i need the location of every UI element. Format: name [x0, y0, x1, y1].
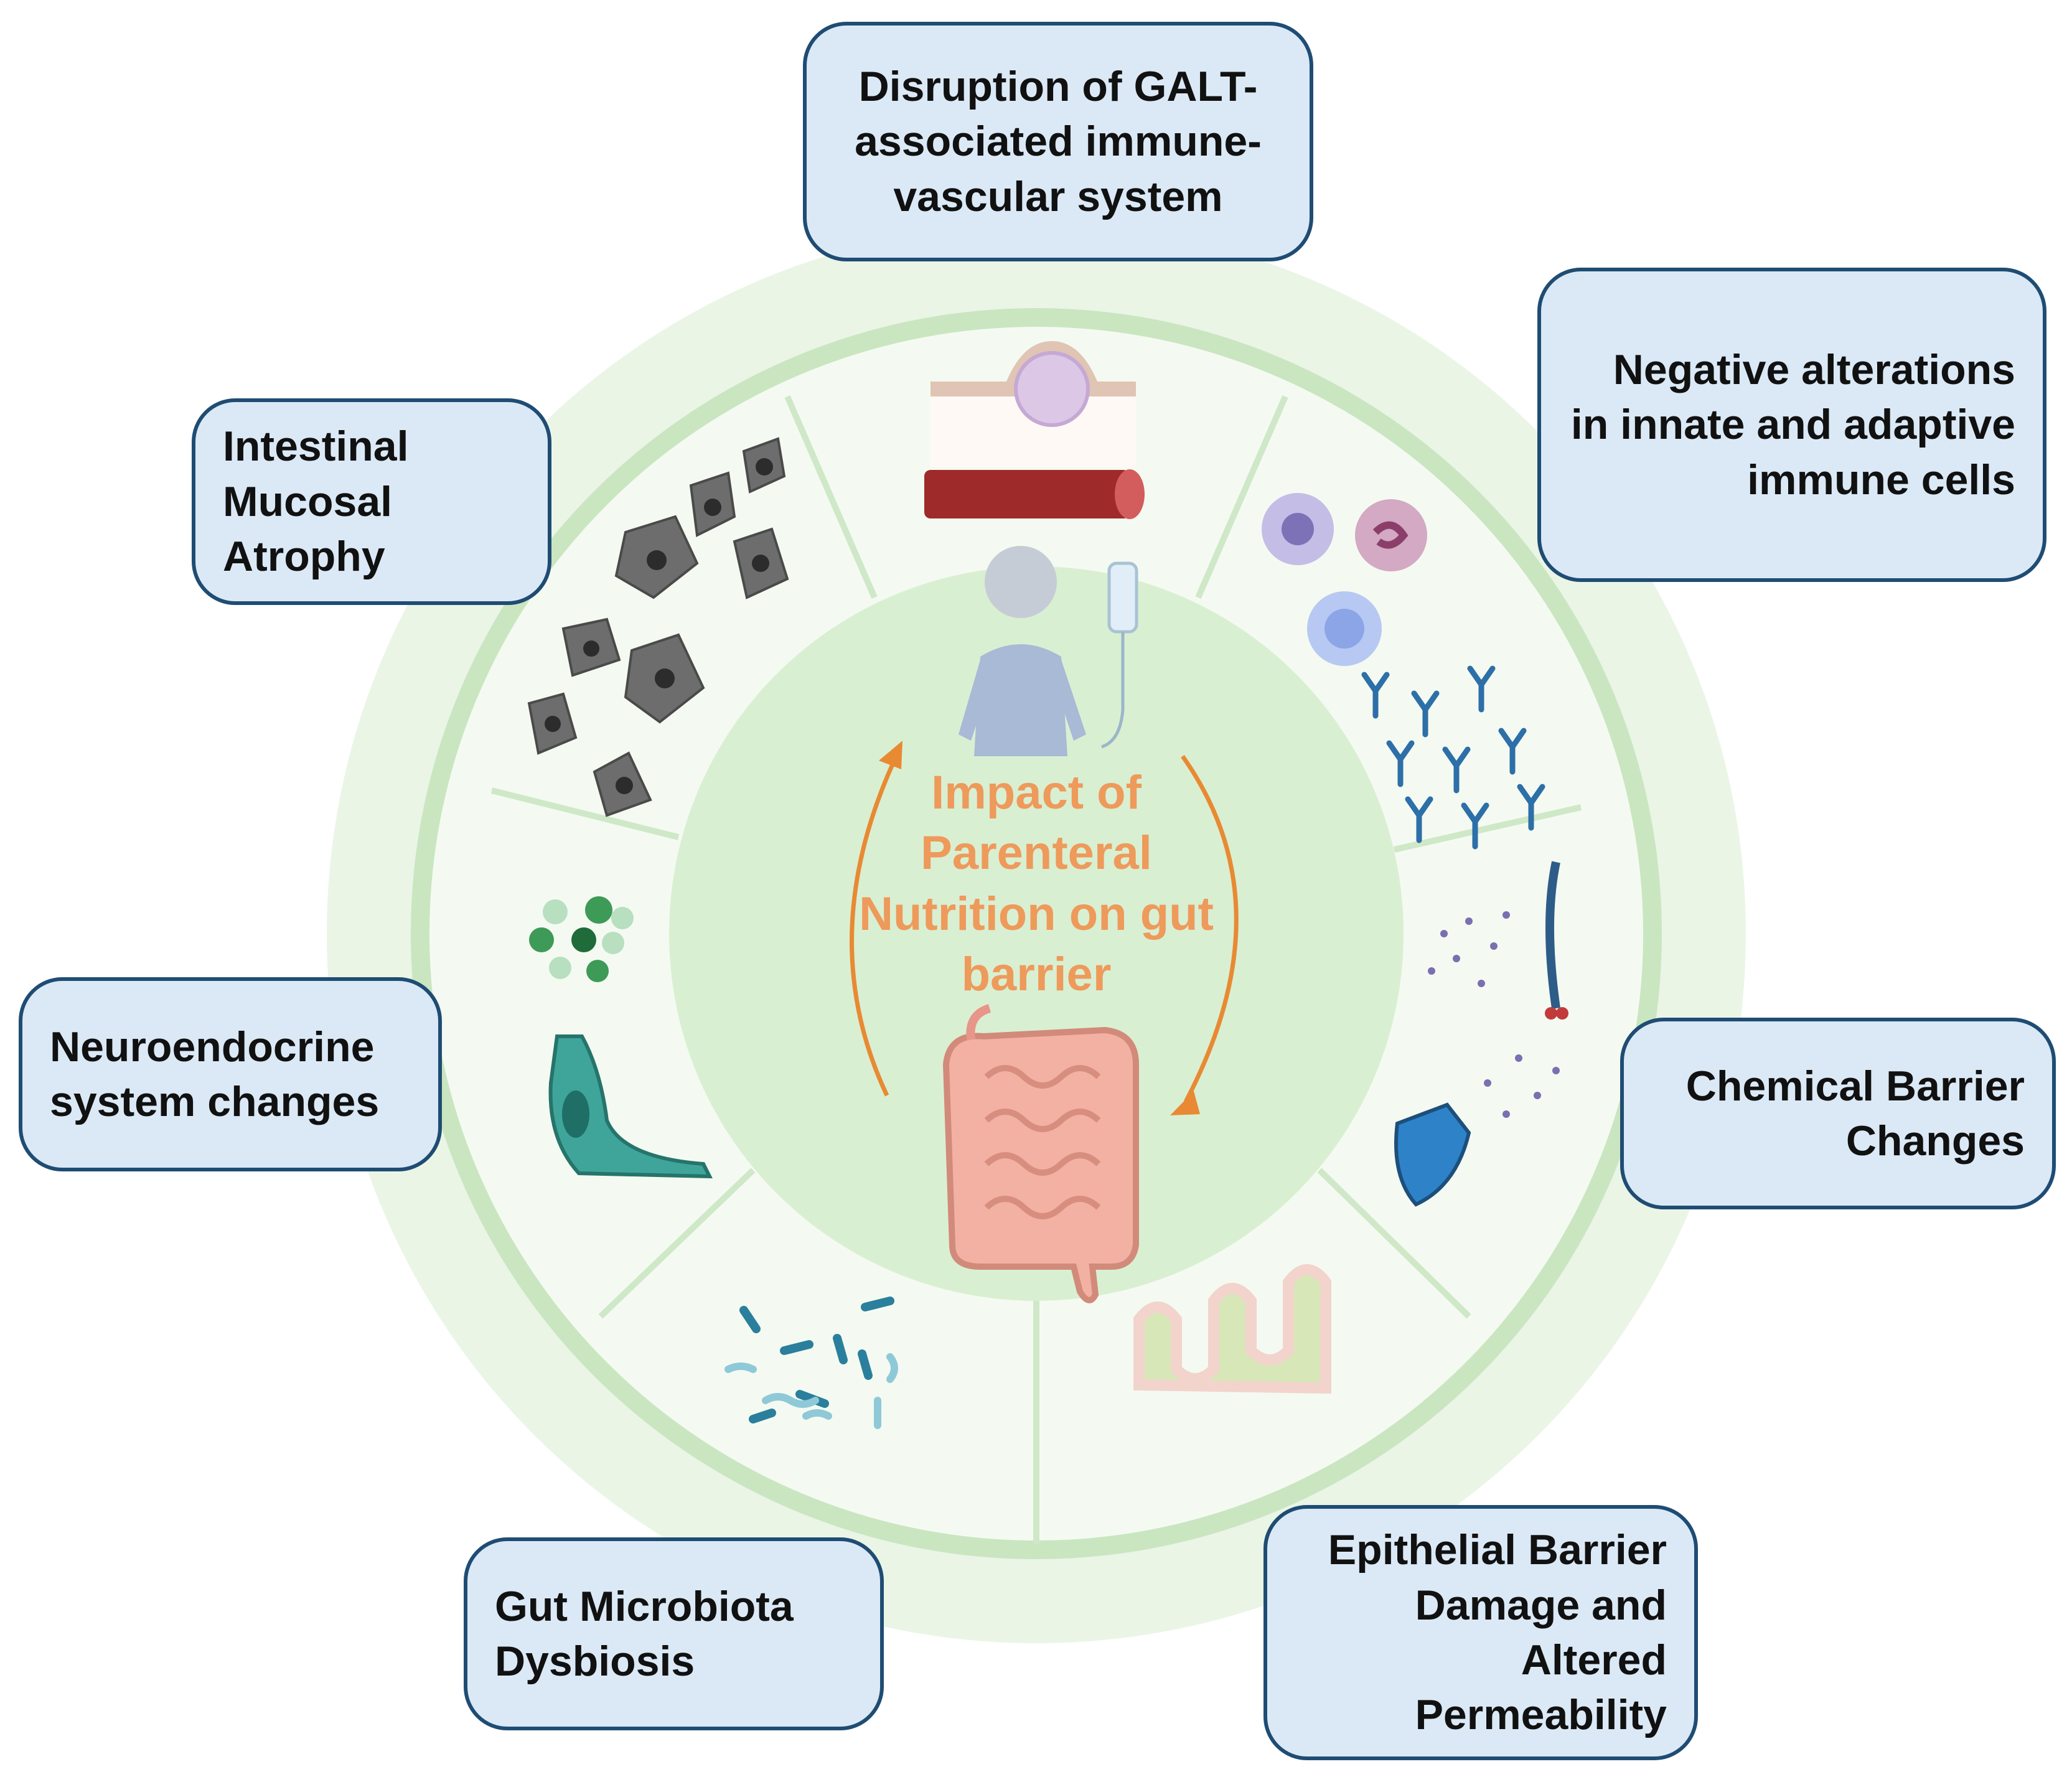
neuroendocrine-icon — [529, 896, 713, 1179]
microbiota-label-box: Gut Microbiota Dysbiosis — [464, 1537, 884, 1730]
immune-label: Negative alterations in innate and adapt… — [1570, 345, 2015, 504]
epithelial-label: Epithelial Barrier Damage and Altered Pe… — [1328, 1526, 1667, 1739]
center-title: Impact of Parenteral Nutrition on gut ba… — [859, 766, 1214, 1001]
immune-label-box: Negative alterations in innate and adapt… — [1537, 268, 2046, 582]
arrow-right-down — [1181, 754, 1239, 1103]
segment-dividers — [490, 395, 1582, 1544]
microbiota-icon — [724, 1297, 898, 1429]
arrowhead-right — [1170, 1091, 1200, 1115]
patient-iv-icon — [959, 546, 1138, 756]
neuro-label-box: Neuroendocrine system changes — [19, 977, 442, 1171]
arrow-left-up — [850, 755, 899, 1097]
chemical-barrier-icon — [1394, 861, 1568, 1207]
atrophy-label-box: Intestinal Mucosal Atrophy — [192, 398, 551, 605]
epithelial-label-box: Epithelial Barrier Damage and Altered Pe… — [1263, 1505, 1698, 1760]
atrophy-nuclei — [545, 458, 773, 794]
galt-label: Disruption of GALT-associated immune-vas… — [855, 62, 1262, 220]
microbiota-label: Gut Microbiota Dysbiosis — [495, 1582, 794, 1685]
epithelial-villi-icon — [1133, 1264, 1331, 1394]
cycle-arrows — [850, 754, 1239, 1103]
neuro-label: Neuroendocrine system changes — [50, 1023, 380, 1125]
inner-circle — [669, 566, 1404, 1301]
atrophy-label: Intestinal Mucosal Atrophy — [223, 423, 409, 581]
arrowhead-left — [879, 741, 902, 769]
galt-label-box: Disruption of GALT-associated immune-vas… — [803, 22, 1313, 261]
intestine-icon — [942, 1004, 1139, 1303]
galt-vessel-icon — [924, 340, 1145, 519]
chemical-label-box: Chemical Barrier Changes — [1620, 1018, 2056, 1209]
immune-cells-icon — [1262, 493, 1545, 850]
chemical-label: Chemical Barrier Changes — [1685, 1062, 2025, 1165]
